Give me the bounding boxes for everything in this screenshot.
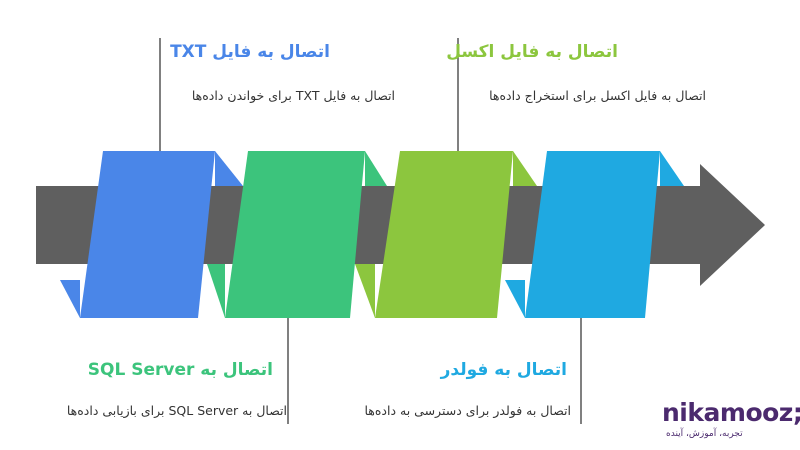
stage-green-panel bbox=[225, 151, 365, 318]
step-excel-description: اتصال به فایل اکسل برای استخراج داده‌ها bbox=[489, 88, 706, 103]
stage-lime-fold-top bbox=[513, 151, 537, 186]
stage-blue-fold-bottom bbox=[60, 280, 80, 318]
step-folder-title: اتصال به فولدر bbox=[440, 360, 567, 380]
stage-cyan-panel bbox=[525, 151, 660, 318]
step-txt-description: اتصال به فایل TXT برای خواندن داده‌ها bbox=[191, 88, 395, 103]
stage-lime-fold-bottom bbox=[355, 264, 375, 318]
step-excel-title: اتصال به فایل اکسل bbox=[446, 42, 618, 62]
nikamooz-logo: nikamooz; تجربه، آموزش، آینده bbox=[662, 398, 800, 444]
nikamooz-wordmark: nikamooz; bbox=[662, 398, 800, 427]
stage-lime-panel bbox=[375, 151, 513, 318]
stage-green-fold-bottom bbox=[207, 264, 225, 318]
stage-cyan-fold-bottom bbox=[505, 280, 525, 318]
stage-blue-fold-top bbox=[215, 151, 243, 186]
stage-cyan-fold-top bbox=[660, 151, 684, 186]
step-sql-description: اتصال به SQL Server برای بازیابی داده‌ها bbox=[66, 403, 287, 418]
step-txt-title: اتصال به فایل TXT bbox=[170, 42, 330, 62]
step-sql-title: اتصال به SQL Server bbox=[87, 360, 273, 380]
stage-blue-panel bbox=[80, 151, 215, 318]
stage-green-fold-top bbox=[365, 151, 387, 186]
nikamooz-tagline: تجربه، آموزش، آینده bbox=[666, 429, 743, 439]
step-folder-description: اتصال به فولدر برای دسترسی به داده‌ها bbox=[364, 403, 571, 418]
